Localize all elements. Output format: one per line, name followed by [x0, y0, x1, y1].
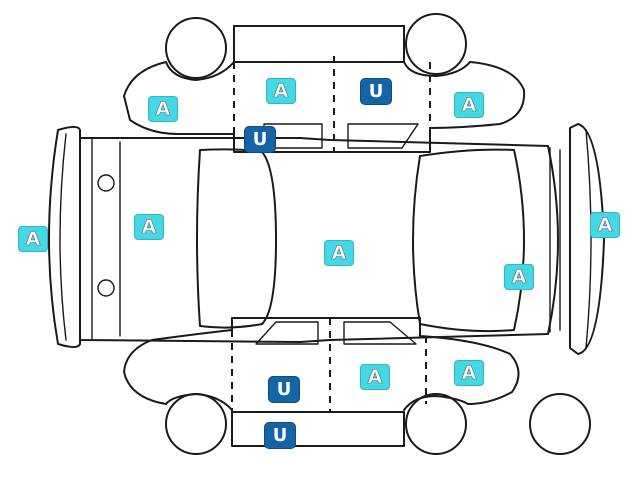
damage-badge[interactable]: A — [134, 214, 164, 240]
damage-badge[interactable]: U — [244, 126, 276, 153]
damage-badge[interactable]: A — [148, 96, 178, 122]
damage-badge[interactable]: A — [590, 212, 620, 238]
damage-badge[interactable]: A — [266, 78, 296, 104]
car-upper-side-view — [123, 13, 526, 153]
damage-badge[interactable]: A — [454, 92, 484, 118]
damage-badge[interactable]: A — [504, 264, 534, 290]
damage-badge[interactable]: A — [360, 364, 390, 390]
damage-badge[interactable]: U — [360, 78, 392, 105]
damage-badge[interactable]: U — [264, 422, 296, 449]
car-lower-side-view — [123, 317, 520, 455]
damage-badge[interactable]: U — [268, 376, 300, 403]
damage-badge[interactable]: A — [324, 240, 354, 266]
car-top-view — [48, 123, 605, 355]
damage-badge[interactable]: A — [18, 226, 48, 252]
damage-badge[interactable]: A — [454, 360, 484, 386]
spare-tire — [529, 393, 591, 455]
